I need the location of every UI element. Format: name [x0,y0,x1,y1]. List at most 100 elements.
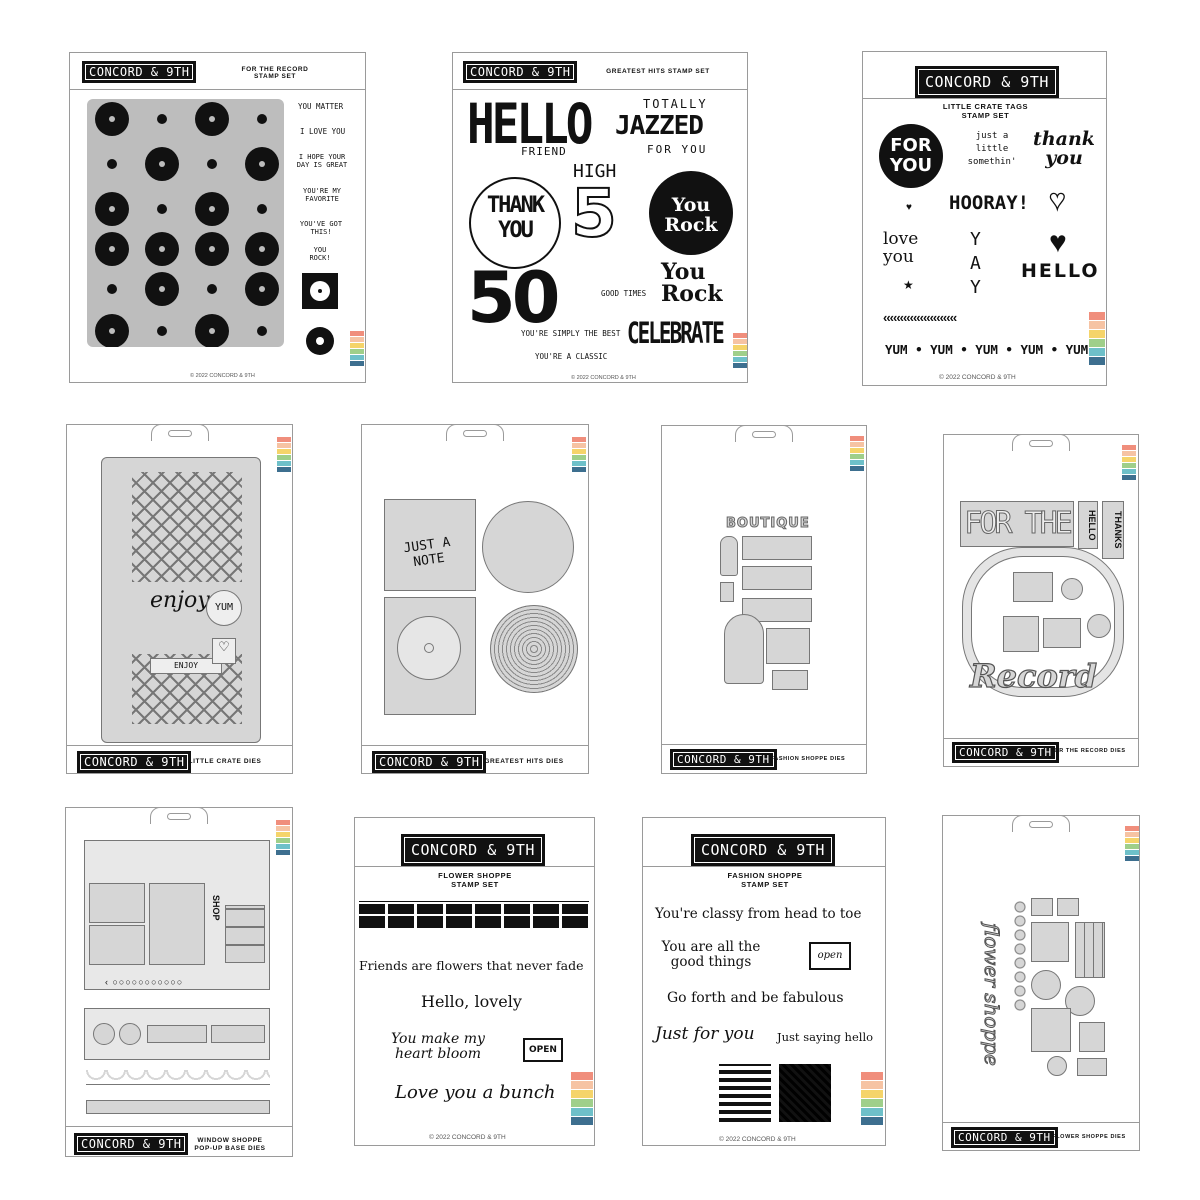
scallop-border-die [86,1070,270,1085]
divider [67,745,292,746]
stamp-for-you: FOR YOU [889,135,933,176]
star-icon: ★ [903,278,914,292]
sentiment-you-rock: YOU ROCK! [309,246,331,262]
die-thanks-vertical: THANKS [1102,501,1124,559]
stamp-hello-lovely: Hello, lovely [421,992,522,1011]
stamp-simply-best: YOU'RE SIMPLY THE BEST [521,329,621,338]
stamp-thank: THANK [486,193,545,218]
product-card-fashion-shoppe-dies[interactable]: BOUTIQUE CONCORD & 9TH FASHION SHOPPE DI… [661,425,867,774]
stamp-saying-hello: Just saying hello [777,1030,874,1044]
stamp-friends-flowers: Friends are flowers that never fade [359,958,584,973]
stamp-yay: YAY [970,229,981,298]
brand-logo: CONCORD & 9TH [951,1127,1058,1148]
stamp-hello: HELLO [1021,260,1100,282]
record-label-square [302,273,338,309]
copyright: © 2022 CONCORD & 9TH [429,1134,506,1141]
die-just-a-note: JUST A NOTE [402,534,452,571]
flower-dies-cluster [1031,898,1121,1078]
turntable-die [384,597,476,715]
ticket-die: JUST A NOTE [384,499,476,591]
product-card-greatest-hits-stamp[interactable]: CONCORD & 9TH GREATEST HITS STAMP SET HE… [452,52,748,383]
divider [66,1126,292,1127]
popup-lower-die [84,1008,270,1060]
stamp-high-five: 5 [570,174,618,253]
hang-tab [1012,816,1070,832]
stamp-hooray: HOORAY! [949,192,1030,214]
heart-icon: ♥ [906,202,912,213]
divider [662,744,866,745]
product-card-little-crate-tags[interactable]: CONCORD & 9TH LITTLE CRATE TAGS STAMP SE… [862,51,1107,386]
stamp-just-a-little: just a little somethin' [967,131,1017,167]
stamp-for-you: FOR YOU [647,143,708,156]
product-title: FOR THE RECORD STAMP SET [241,66,309,80]
product-title: WINDOW SHOPPE POP-UP BASE DIES [194,1137,266,1152]
small-record-icon [306,327,334,355]
color-bars [350,331,364,367]
vinyl-die [490,605,578,693]
product-card-fashion-shoppe-stamp[interactable]: CONCORD & 9TH FASHION SHOPPE STAMP SET Y… [642,817,886,1146]
die-flower-shoppe-word: flower shoppe [980,923,1005,1067]
product-title: FLOWER SHOPPE DIES [1052,1134,1126,1140]
die-boutique-word: BOUTIQUE [726,516,810,532]
dot-column-die [1013,900,1027,1012]
stamp-thank-you-circle: THANK YOU [469,177,561,269]
sentiment-hope-day-great: I HOPE YOUR DAY IS GREAT [296,153,348,169]
product-card-little-crate-dies[interactable]: enjoy YUM ENJOY ♡ CONCORD & 9TH LITTLE C… [66,424,293,774]
color-bars [850,436,864,472]
sentiment-got-this: YOU'VE GOT THIS! [299,220,343,236]
product-card-for-the-record-stamp[interactable]: CONCORD & 9TH FOR THE RECORD STAMP SET Y… [69,52,366,383]
stripes-stamp [719,1064,771,1122]
vinyl-records-pattern [95,102,279,347]
copyright: © 2022 CONCORD & 9TH [719,1136,796,1143]
heart-solid-icon: ♥ [1049,226,1067,259]
divider [70,89,365,90]
stamp-jazzed: JAZZED [615,111,704,141]
color-bars [861,1072,883,1126]
oval-frame-die [962,547,1124,697]
die-hello-vertical: HELLO [1078,501,1098,549]
color-bars [276,820,290,856]
stamp-classic: YOU'RE A CLASSIC [535,352,608,361]
hang-tab [150,808,208,824]
stamp-you: YOU [498,218,534,243]
brand-logo: CONCORD & 9TH [401,834,545,866]
stamp-high: HIGH [573,161,617,182]
sentiment-i-love-you: I LOVE YOU [300,127,346,136]
stamp-totally: TOTALLY [643,97,708,111]
die-enjoy-tag: ENJOY [150,658,222,674]
heart-outline-icon: ♥ [1048,183,1066,215]
product-title: GREATEST HITS DIES [484,758,564,765]
popup-base-die: SHOP ‹ ○○○○○○○○○○○ [84,840,270,990]
chevron-border: ‹‹‹‹‹‹‹‹‹‹‹‹‹‹‹‹‹‹‹‹‹‹ [883,310,957,325]
product-card-for-the-record-dies[interactable]: FOR THE HELLO THANKS Record CONCORD & 9T… [943,434,1139,767]
product-title: FLOWER SHOPPE STAMP SET [438,871,512,889]
product-card-flower-shoppe-stamp[interactable]: CONCORD & 9TH FLOWER SHOPPE STAMP SET Fr… [354,817,595,1146]
hang-tab [1012,435,1070,451]
stamp-you-rock: You Rock [661,259,723,307]
die-enjoy-word: enjoy [150,588,210,613]
brick-border-stamp [359,902,589,930]
pencil-die [86,1100,270,1114]
divider [943,1122,1139,1123]
fashion-dies-cluster [720,536,814,696]
stamp-love-you: love you [883,229,919,267]
brand-logo: CONCORD & 9TH [463,61,578,83]
product-card-greatest-hits-dies[interactable]: JUST A NOTE CONCORD & 9TH GREATEST HITS … [361,424,589,774]
copyright: © 2022 CONCORD & 9TH [939,374,1016,381]
product-title: LITTLE CRATE TAGS STAMP SET [942,102,1029,120]
brand-logo: CONCORD & 9TH [77,751,192,773]
stamp-classy: You're classy from head to toe [655,906,862,922]
product-title: FASHION SHOPPE STAMP SET [727,871,803,889]
divider [863,98,1106,99]
color-bars [1125,826,1139,862]
color-bars [1089,312,1105,366]
divider [362,745,588,746]
product-title: GREATEST HITS STAMP SET [606,68,710,75]
hang-tab [735,426,793,442]
crate-die: enjoy YUM ENJOY ♡ [101,457,261,743]
stamp-celebrate: CELEBRATE [627,316,725,350]
color-bars [1122,445,1136,481]
brand-logo: CONCORD & 9TH [915,66,1059,98]
product-card-flower-shoppe-dies[interactable]: flower shoppe CONCORD & 9TH FLOWER SHOPP… [942,815,1140,1151]
product-card-window-shoppe-dies[interactable]: SHOP ‹ ○○○○○○○○○○○ CONCORD & 9TH WINDOW … [65,807,293,1157]
